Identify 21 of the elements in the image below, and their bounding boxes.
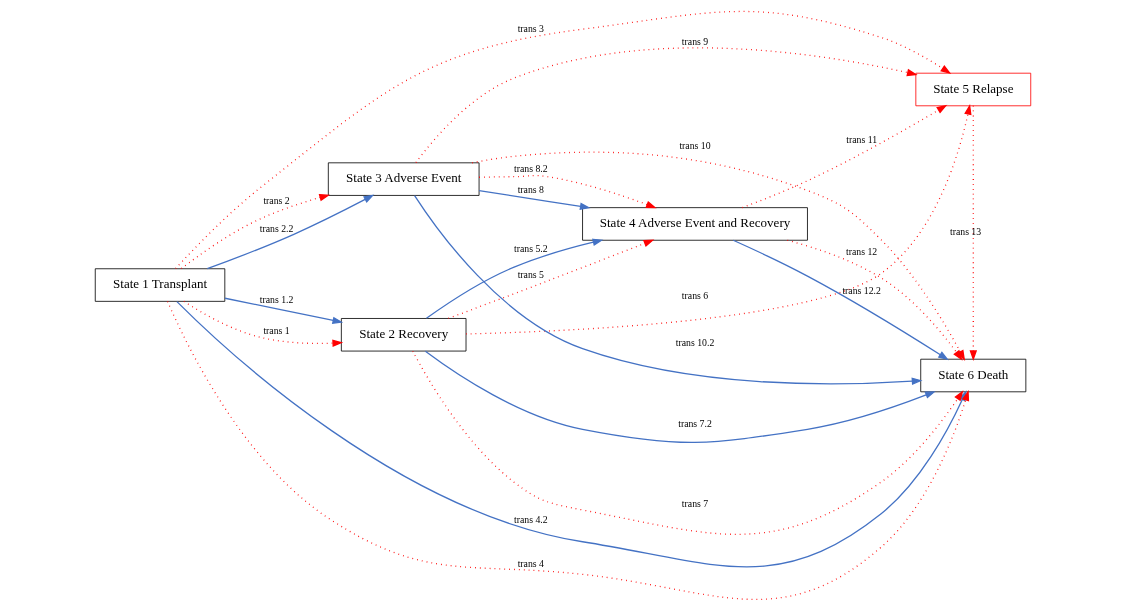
edge-label: trans 7.2 [677,417,712,429]
edge-label: trans 1 [262,325,290,337]
edge-label: trans 12.2 [841,284,881,296]
edge-label: trans 5.2 [513,243,548,255]
edge-label: trans 8.2 [513,163,548,175]
edge-label: trans 12 [845,246,877,258]
edge-label: trans 3 [517,23,544,35]
edge-label: trans 11 [845,133,877,145]
edge-label: trans 2 [262,195,290,207]
edge-label: trans 2.2 [259,222,293,234]
edge-label: trans 7 [681,498,708,510]
edge-label: trans 10.2 [675,336,714,348]
edge-label: trans 1.2 [259,293,293,305]
edge-label: trans 8 [517,183,544,195]
edge-label: trans 4.2 [513,514,548,526]
edge-label: trans 10 [678,140,711,152]
edge-label: trans 13 [949,226,981,238]
edge-label: trans 9 [681,36,708,48]
edge-label: trans 6 [681,290,708,302]
edge-label: trans 4 [517,557,544,569]
edge-label: trans 5 [517,269,544,281]
